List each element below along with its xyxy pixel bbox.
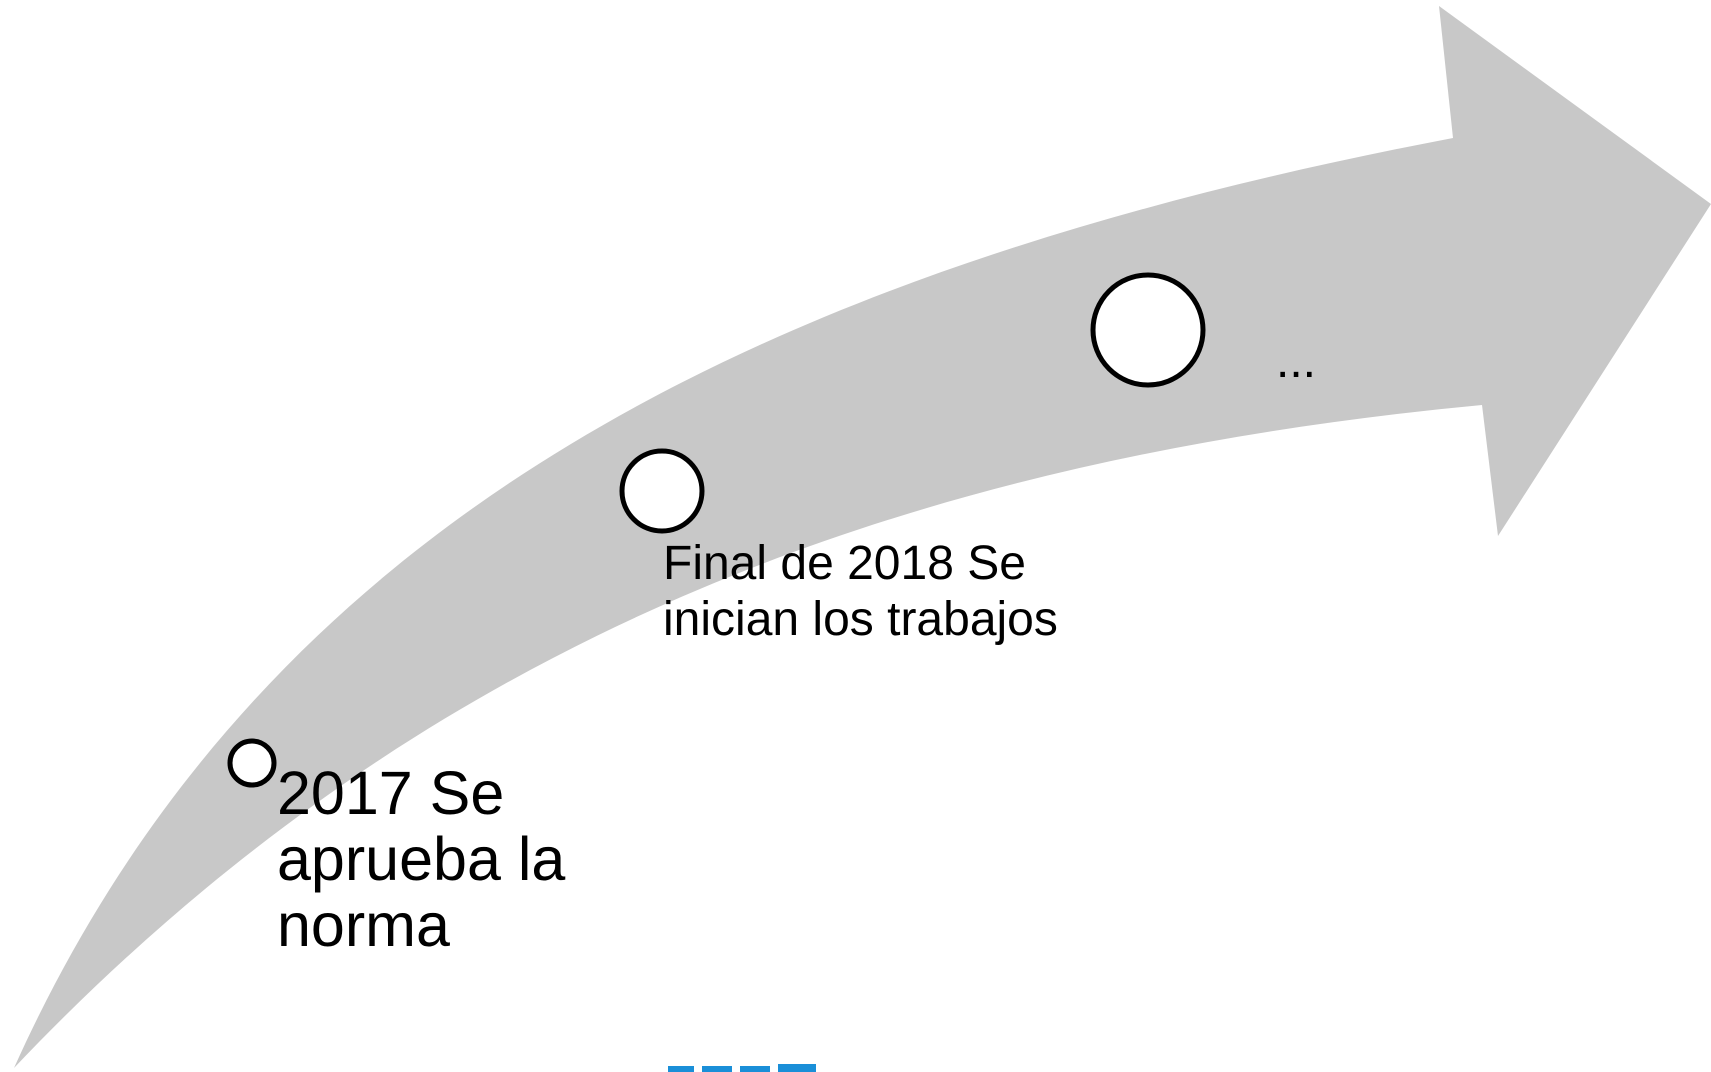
milestone-marker-3 — [1090, 272, 1206, 388]
milestone-label-2018: Final de 2018 Se inician los trabajos — [663, 537, 1058, 646]
milestone-marker-2 — [619, 448, 705, 534]
logo-fragment — [668, 1064, 816, 1072]
milestone-label-2017: 2017 Se aprueba la norma — [277, 759, 566, 959]
curved-arrow — [14, 6, 1711, 1068]
milestone-label-next: ... — [1276, 335, 1317, 388]
milestone-marker-1 — [227, 738, 277, 788]
